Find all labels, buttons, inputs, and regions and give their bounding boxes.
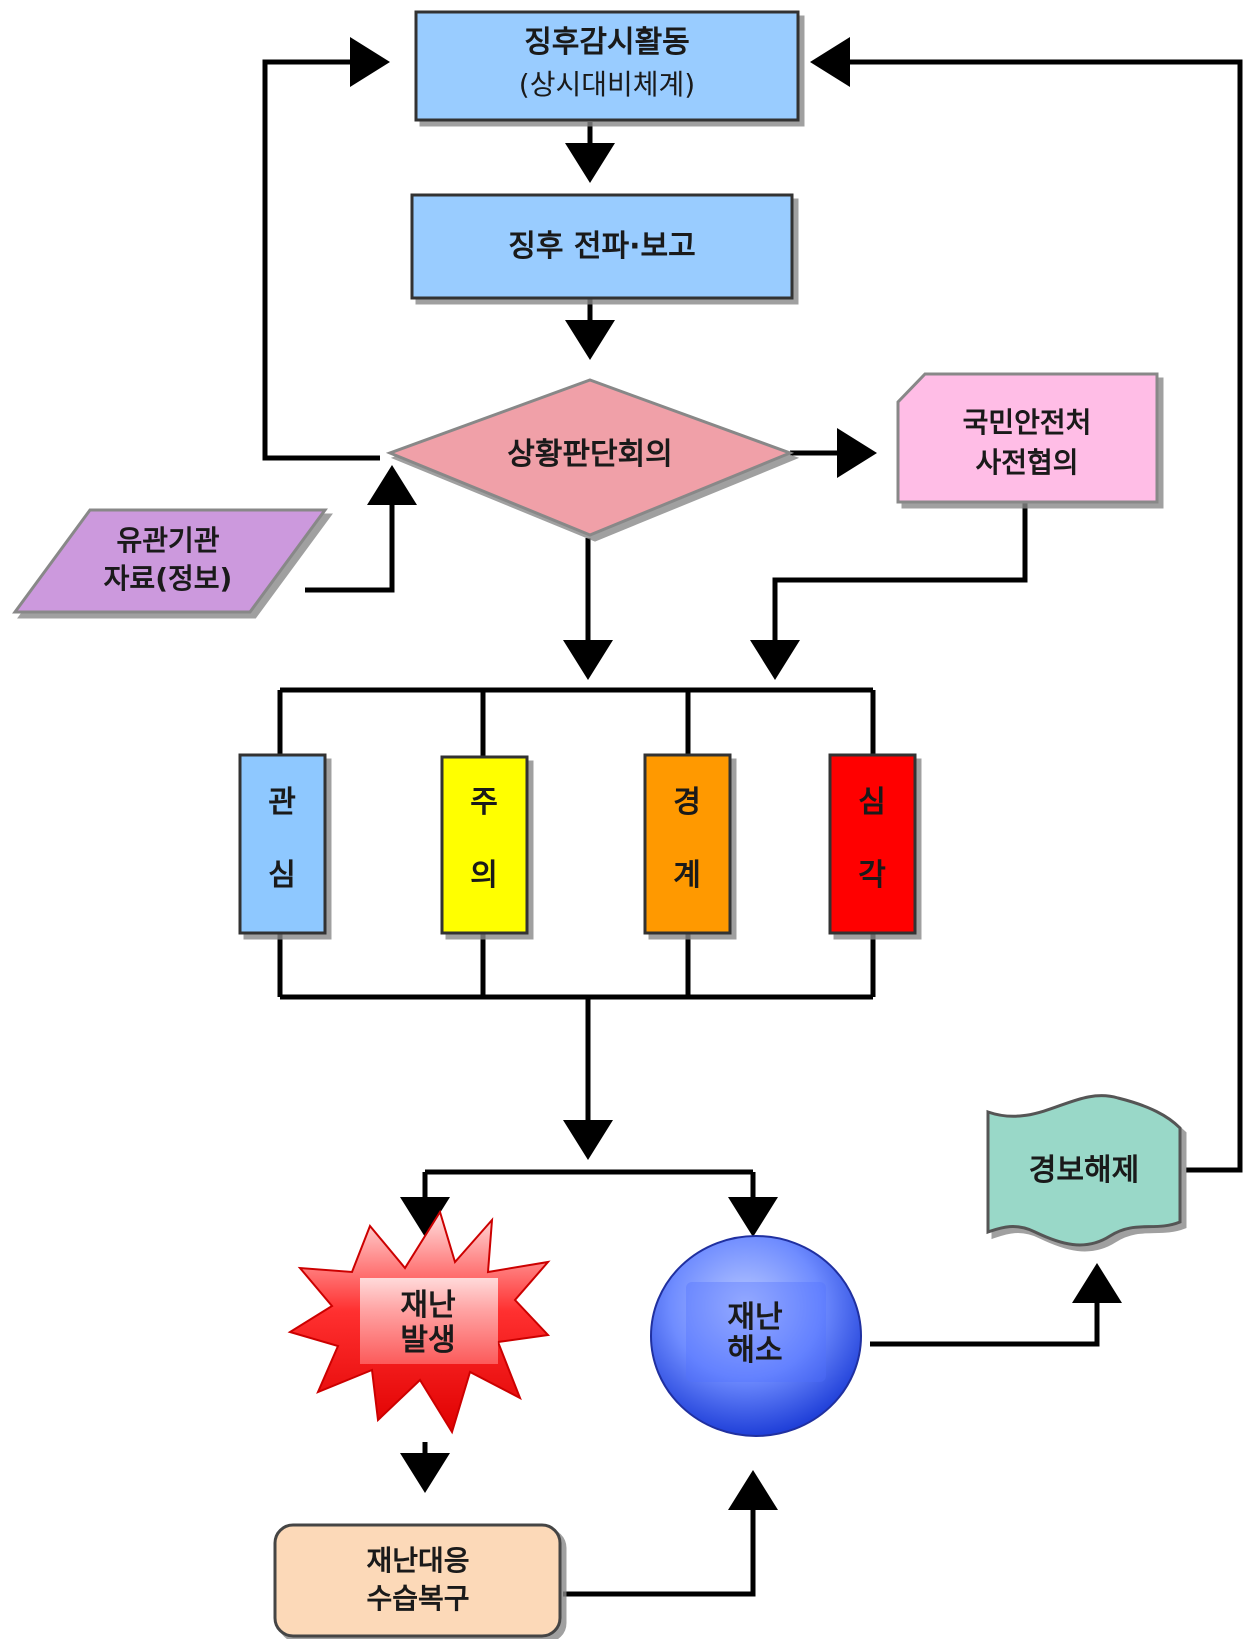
disaster-resolved-sphere: 재난 해소 — [650, 1235, 862, 1437]
arrow-consult-to-levels — [750, 500, 1028, 680]
connectors — [262, 37, 1243, 1597]
agency-data-line1: 유관기관 — [116, 524, 219, 557]
level-serious-char2: 각 — [858, 858, 886, 893]
arrow-response-to-resolved — [563, 1470, 778, 1597]
level-alert: 경 계 — [643, 753, 732, 935]
judgment-label: 상황판단회의 — [507, 437, 673, 472]
level-alert-char2: 계 — [673, 858, 701, 893]
level-caution: 주 의 — [440, 755, 529, 935]
disaster-occur-burst: 재난 발생 — [287, 1209, 551, 1435]
alert-release-doc: 경보해제 — [986, 1094, 1182, 1247]
disaster-resolved-line1: 재난 — [727, 1300, 783, 1335]
agency-data-line2: 자료(정보) — [104, 562, 233, 595]
judgment-diamond: 상황판단회의 — [385, 378, 795, 537]
level-serious: 심 각 — [828, 753, 917, 935]
consult-card: 국민안전처 사전협의 — [896, 372, 1159, 504]
level-caution-char1: 주 — [470, 785, 498, 820]
level-caution-char2: 의 — [470, 858, 498, 893]
arrow-judgment-loop-to-monitoring — [262, 37, 390, 461]
consult-line2: 사전협의 — [975, 446, 1078, 479]
monitoring-subtitle: (상시대비체계) — [519, 68, 695, 101]
agency-data-input: 유관기관 자료(정보) — [12, 508, 328, 614]
level-interest: 관 심 — [238, 753, 327, 935]
monitoring-box: 징후감시활동 (상시대비체계) — [414, 10, 800, 122]
level-interest-char2: 심 — [268, 858, 296, 893]
response-line2: 수습복구 — [366, 1582, 469, 1615]
alert-release-label: 경보해제 — [1029, 1153, 1139, 1188]
level-interest-char1: 관 — [268, 785, 296, 820]
consult-line1: 국민안전처 — [963, 406, 1092, 439]
response-line1: 재난대응 — [366, 1544, 469, 1577]
arrow-resolved-to-alert — [870, 1263, 1122, 1347]
disaster-occur-line2: 발생 — [400, 1323, 455, 1358]
response-box: 재난대응 수습복구 — [273, 1523, 562, 1638]
level-alert-char1: 경 — [673, 785, 701, 820]
alert-levels: 관 심 주 의 경 계 심 각 — [238, 753, 917, 935]
arrow-alert-loop-to-monitoring — [810, 37, 1243, 1173]
disaster-resolved-line2: 해소 — [727, 1333, 782, 1368]
disaster-occur-line1: 재난 — [400, 1288, 456, 1323]
level-serious-char1: 심 — [858, 785, 886, 820]
arrow-agency-to-judgment — [305, 465, 417, 593]
report-box: 징후 전파·보고 — [410, 193, 794, 300]
report-label: 징후 전파·보고 — [508, 229, 695, 264]
monitoring-title: 징후감시활동 — [524, 25, 690, 60]
